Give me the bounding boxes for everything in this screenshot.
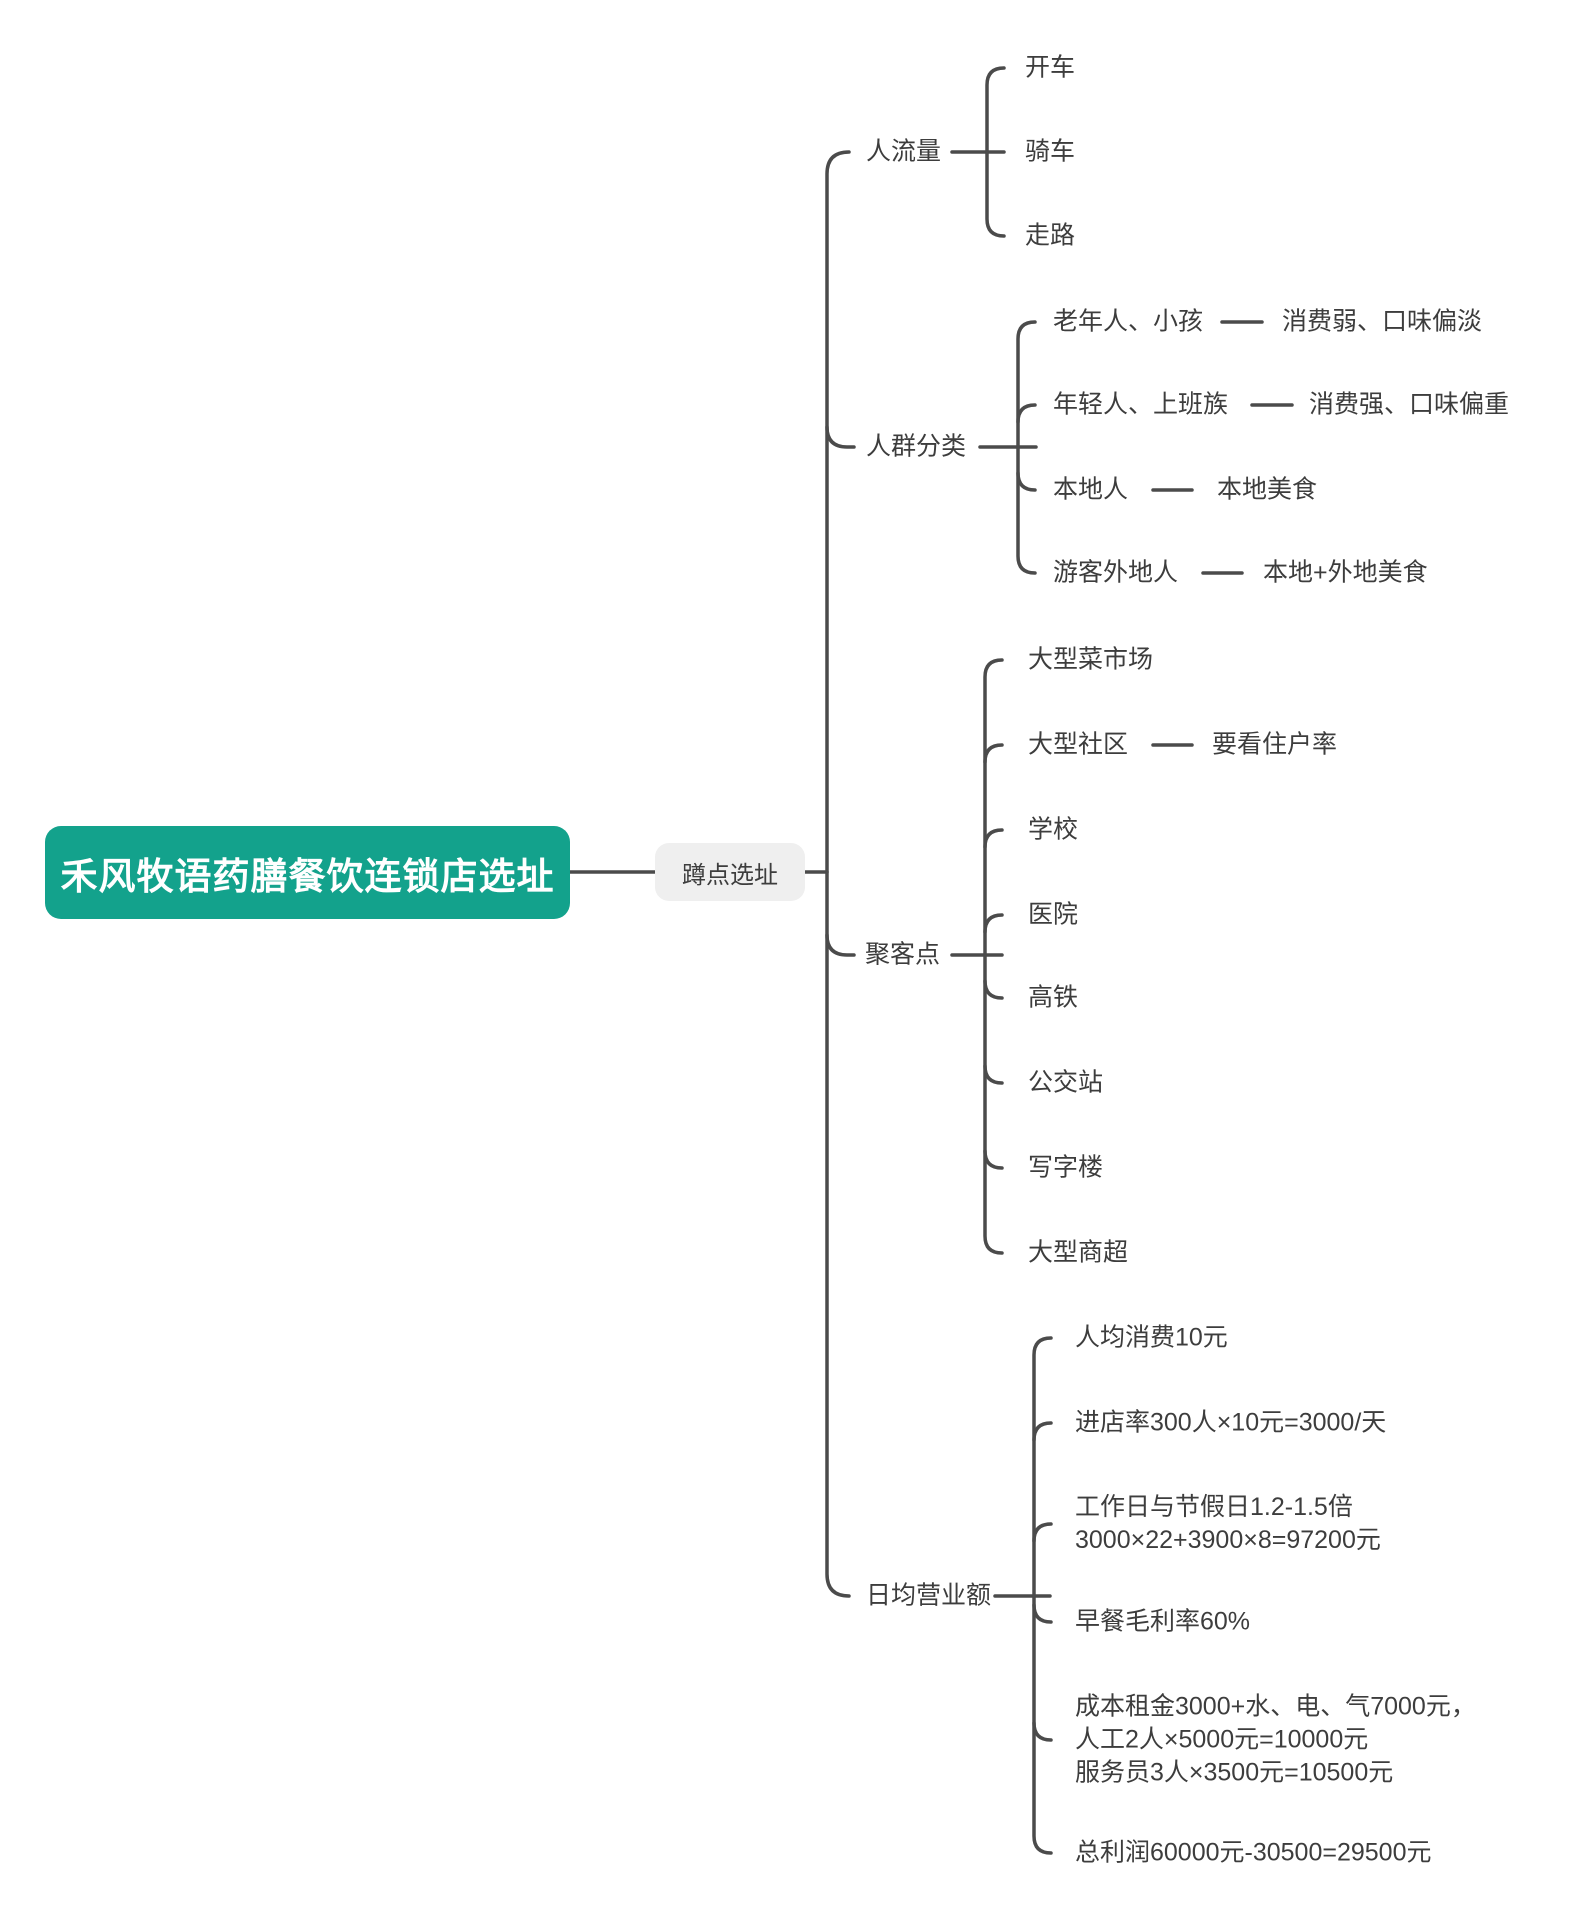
topic-per-capita-spend[interactable]: 人均消费10元 bbox=[1075, 1323, 1228, 1352]
topic-hospital[interactable]: 医院 bbox=[1028, 900, 1079, 929]
topic-community[interactable]: 大型社区 bbox=[1028, 730, 1129, 759]
elbow-revenue-4 bbox=[1032, 1603, 1053, 1624]
topic-office-building[interactable]: 写字楼 bbox=[1028, 1153, 1104, 1182]
elbow-crowd-2 bbox=[1016, 403, 1037, 424]
root-topic[interactable]: 禾风牧语药膳餐饮连锁店选址 bbox=[45, 826, 570, 919]
note-locals[interactable]: 本地美食 bbox=[1217, 475, 1318, 504]
topic-bus-station[interactable]: 公交站 bbox=[1028, 1068, 1104, 1097]
topic-bike[interactable]: 骑车 bbox=[1025, 137, 1076, 166]
topic-highspeed-rail[interactable]: 高铁 bbox=[1028, 983, 1079, 1012]
elbow-gathering-7 bbox=[983, 1149, 1004, 1170]
branch-crowd-type[interactable]: 人群分类 bbox=[866, 432, 967, 461]
elbow-gathering-3 bbox=[983, 828, 1004, 849]
topic-costs[interactable]: 成本租金3000+水、电、气7000元， 人工2人×5000元=10000元 服… bbox=[1075, 1692, 1476, 1787]
topic-locals[interactable]: 本地人 bbox=[1053, 475, 1129, 504]
elbow-revenue-3 bbox=[1032, 1522, 1053, 1543]
bracket-crowd-type bbox=[1016, 320, 1037, 575]
note-elderly-kids[interactable]: 消费弱、口味偏淡 bbox=[1282, 307, 1483, 336]
topic-entry-rate[interactable]: 进店率300人×10元=3000/天 bbox=[1075, 1408, 1387, 1437]
elbow-gathering-5 bbox=[983, 979, 1004, 1000]
spine-elbow-gathering bbox=[825, 933, 856, 957]
spine-elbow-crowd bbox=[825, 425, 856, 449]
topic-total-profit[interactable]: 总利润60000元-30500=29500元 bbox=[1075, 1838, 1432, 1867]
note-community[interactable]: 要看住户率 bbox=[1212, 730, 1338, 759]
topic-weekday-holiday[interactable]: 工作日与节假日1.2-1.5倍 3000×22+3900×8=97200元 bbox=[1075, 1493, 1381, 1554]
elbow-revenue-2 bbox=[1032, 1421, 1053, 1442]
topic-food-market[interactable]: 大型菜市场 bbox=[1028, 645, 1154, 674]
branch-gathering-points[interactable]: 聚客点 bbox=[865, 940, 941, 969]
elbow-revenue-5 bbox=[1032, 1721, 1053, 1742]
elbow-crowd-3 bbox=[1016, 471, 1037, 492]
elbow-gathering-6 bbox=[983, 1064, 1004, 1085]
topic-elderly-kids[interactable]: 老年人、小孩 bbox=[1053, 307, 1204, 336]
branch-foot-traffic[interactable]: 人流量 bbox=[866, 137, 942, 166]
bracket-daily-revenue bbox=[1032, 1336, 1053, 1855]
hub-topic[interactable]: 蹲点选址 bbox=[655, 843, 805, 901]
note-young-workers[interactable]: 消费强、口味偏重 bbox=[1309, 390, 1510, 419]
topic-breakfast-margin[interactable]: 早餐毛利率60% bbox=[1075, 1607, 1251, 1636]
topic-supermarket[interactable]: 大型商超 bbox=[1028, 1238, 1129, 1267]
bracket-gathering bbox=[983, 658, 1004, 1255]
topic-drive[interactable]: 开车 bbox=[1025, 53, 1076, 82]
topic-young-workers[interactable]: 年轻人、上班族 bbox=[1053, 390, 1229, 419]
branch-daily-revenue[interactable]: 日均营业额 bbox=[866, 1581, 992, 1610]
elbow-gathering-2 bbox=[983, 743, 1004, 764]
spine-bracket bbox=[825, 150, 851, 1598]
topic-tourists[interactable]: 游客外地人 bbox=[1053, 558, 1179, 587]
bracket-foot-traffic bbox=[985, 66, 1006, 238]
note-tourists[interactable]: 本地+外地美食 bbox=[1263, 558, 1428, 587]
elbow-gathering-4 bbox=[983, 913, 1004, 934]
topic-walk[interactable]: 走路 bbox=[1025, 221, 1076, 250]
topic-school[interactable]: 学校 bbox=[1028, 815, 1079, 844]
